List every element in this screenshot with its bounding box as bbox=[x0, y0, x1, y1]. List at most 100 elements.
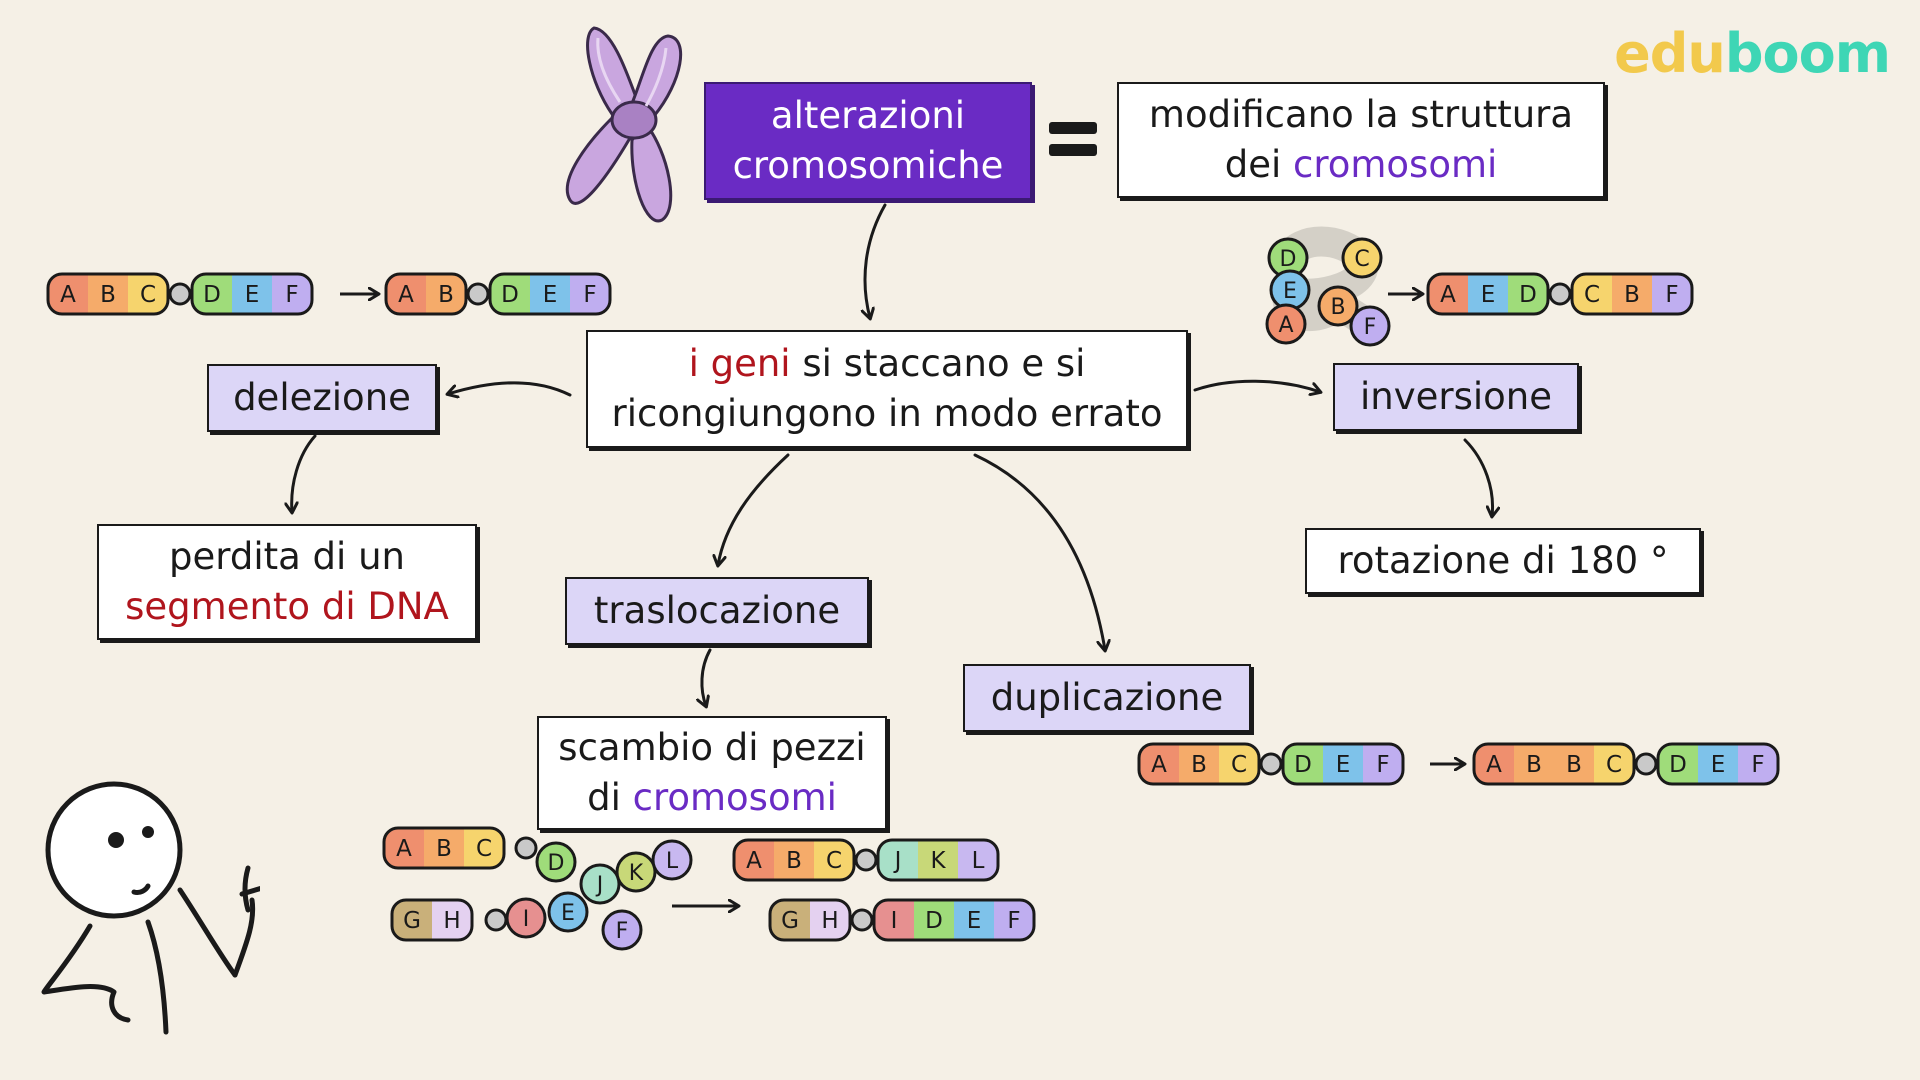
gene-label: B bbox=[1566, 752, 1582, 778]
gene-label: B bbox=[100, 282, 116, 308]
gene-e bbox=[954, 900, 995, 940]
gene-label: H bbox=[443, 908, 460, 934]
traslocazione-desc-box: scambio di pezzi di cromosomi bbox=[537, 716, 887, 830]
inversione-before-gene-e: E bbox=[1269, 269, 1311, 311]
svg-text:D: D bbox=[548, 851, 565, 876]
gene-label: C bbox=[476, 836, 492, 862]
inversione-desc-box: rotazione di 180 ° bbox=[1305, 528, 1701, 594]
svg-text:L: L bbox=[666, 849, 679, 874]
gene-a bbox=[1474, 744, 1515, 784]
svg-text:E: E bbox=[1283, 279, 1297, 304]
chromosome-illustration bbox=[565, 26, 683, 223]
gene-label: D bbox=[925, 908, 943, 934]
gene-b bbox=[1554, 744, 1595, 784]
gene-label: D bbox=[203, 282, 221, 308]
inversione-before-gene-f: F bbox=[1349, 305, 1391, 347]
svg-text:F: F bbox=[1364, 315, 1377, 340]
gene-c bbox=[464, 828, 504, 868]
traslocazione-top-arm-j: J bbox=[579, 863, 621, 905]
gene-d bbox=[1658, 744, 1699, 784]
gene-label: A bbox=[746, 848, 762, 874]
gene-label: F bbox=[1751, 752, 1764, 778]
eduboom-logo: eduboom bbox=[1614, 22, 1891, 85]
gene-a bbox=[1139, 744, 1180, 784]
gene-c bbox=[128, 274, 168, 314]
gene-label: G bbox=[403, 908, 421, 934]
equals-sign bbox=[1049, 120, 1097, 160]
gene-b bbox=[1514, 744, 1555, 784]
gene-label: A bbox=[1151, 752, 1167, 778]
gene-e bbox=[530, 274, 571, 314]
gene-h bbox=[432, 900, 472, 940]
traslocazione-bottom-arm-e: E bbox=[547, 891, 589, 933]
svg-text:J: J bbox=[595, 873, 604, 898]
traslocazione-desc-line-1: scambio di pezzi bbox=[558, 726, 866, 769]
gene-e bbox=[1698, 744, 1739, 784]
gene-label: G bbox=[781, 908, 799, 934]
gene-label: C bbox=[1606, 752, 1622, 778]
svg-text:C: C bbox=[1354, 247, 1369, 272]
inversione-desc: rotazione di 180 ° bbox=[1337, 539, 1669, 582]
centromere bbox=[1634, 752, 1658, 776]
gene-label: J bbox=[893, 848, 902, 874]
traslocazione-bottom-arm-i: I bbox=[505, 897, 547, 939]
gene-d bbox=[490, 274, 531, 314]
stick-figure-illustration bbox=[41, 781, 260, 1035]
traslocazione-top-arm-d: D bbox=[535, 841, 577, 883]
gene-label: I bbox=[891, 908, 898, 934]
svg-text:A: A bbox=[1278, 313, 1293, 338]
gene-k bbox=[918, 840, 959, 880]
centromere bbox=[514, 836, 538, 860]
gene-b bbox=[426, 274, 466, 314]
arrow-traslocazione-to-desc bbox=[702, 648, 712, 706]
gene-d bbox=[1283, 744, 1324, 784]
gene-f bbox=[1363, 744, 1403, 784]
svg-text:B: B bbox=[1330, 295, 1345, 320]
gene-label: B bbox=[1526, 752, 1542, 778]
inversione-label: inversione bbox=[1333, 363, 1579, 431]
gene-label: D bbox=[1519, 282, 1537, 308]
inversione-before-gene-a: A bbox=[1265, 303, 1307, 345]
title-line-2: cromosomiche bbox=[732, 144, 1004, 187]
gene-label: A bbox=[1440, 282, 1456, 308]
gene-label: A bbox=[60, 282, 76, 308]
gene-label: B bbox=[1624, 282, 1640, 308]
gene-label: A bbox=[396, 836, 412, 862]
gene-f bbox=[994, 900, 1034, 940]
arrow-center-to-duplicazione bbox=[973, 453, 1105, 650]
center-box: i geni si staccano e si ricongiungono in… bbox=[586, 330, 1188, 448]
gene-label: E bbox=[543, 282, 558, 308]
gene-e bbox=[1468, 274, 1509, 314]
inversione-before-gene-b: B bbox=[1317, 285, 1359, 327]
traslocazione-top-arm-k: K bbox=[615, 851, 657, 893]
gene-a bbox=[48, 274, 89, 314]
gene-label: E bbox=[1336, 752, 1351, 778]
arrow-delezione-to-desc bbox=[292, 434, 317, 512]
inversione-before-gene-c: C bbox=[1341, 237, 1383, 279]
gene-i bbox=[874, 900, 915, 940]
gene-label: L bbox=[972, 848, 985, 874]
center-line-2: ricongiungono in modo errato bbox=[611, 392, 1163, 435]
svg-text:E: E bbox=[561, 901, 575, 926]
gene-label: D bbox=[1294, 752, 1312, 778]
centromere bbox=[854, 848, 878, 872]
centromere bbox=[850, 908, 874, 932]
title-line-1: alterazioni bbox=[770, 94, 966, 137]
centromere bbox=[168, 282, 192, 306]
gene-label: K bbox=[930, 848, 946, 874]
traslocazione-top-arm-l: L bbox=[651, 839, 693, 881]
gene-g bbox=[392, 900, 433, 940]
gene-d bbox=[914, 900, 955, 940]
